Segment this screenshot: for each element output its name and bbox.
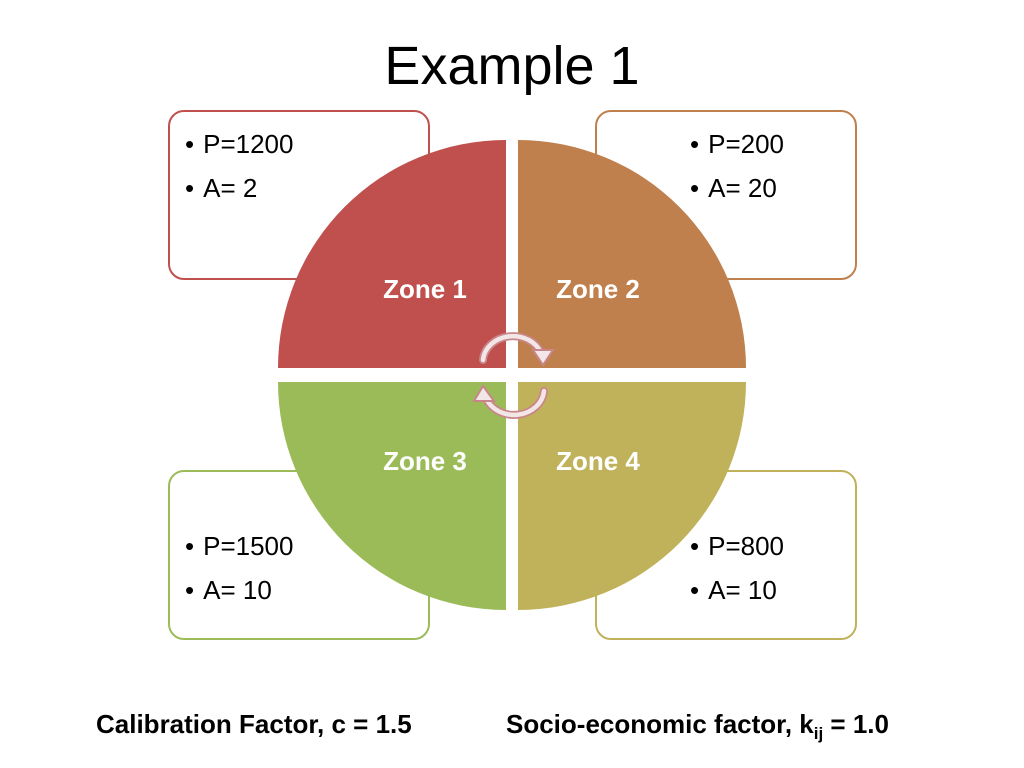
zone-3-population: P=1500 — [185, 524, 293, 568]
zone-2-quadrant — [518, 140, 746, 368]
zone-1-bullet-list: P=1200 A= 2 — [185, 122, 293, 210]
zone-1-label: Zone 1 — [383, 274, 467, 304]
zone-3-bullet-list: P=1500 A= 10 — [185, 524, 293, 612]
socio-economic-factor-subscript: ij — [813, 724, 824, 743]
socio-economic-factor-prefix: Socio-economic factor, k — [506, 709, 814, 739]
zone-3-label: Zone 3 — [383, 446, 467, 476]
zone-3-area: A= 10 — [185, 568, 293, 612]
zone-1-population: P=1200 — [185, 122, 293, 166]
zone-4-bullet-list: P=800 A= 10 — [690, 524, 784, 612]
zone-4-label: Zone 4 — [556, 446, 640, 476]
zone-4-quadrant — [518, 382, 746, 610]
slide-title: Example 1 — [384, 36, 640, 96]
zone-1-area: A= 2 — [185, 166, 293, 210]
zone-2-bullet-list: P=200 A= 20 — [690, 122, 784, 210]
socio-economic-factor-text: Socio-economic factor, kij = 1.0 — [506, 702, 889, 746]
zone-2-label: Zone 2 — [556, 274, 640, 304]
calibration-factor-text: Calibration Factor, c = 1.5 — [96, 709, 412, 739]
zone-2-population: P=200 — [690, 122, 784, 166]
zone-4-area: A= 10 — [690, 568, 784, 612]
zone-1-quadrant — [278, 140, 506, 368]
zone-3-quadrant — [278, 382, 506, 610]
circular-arrows-icon — [472, 332, 555, 419]
zone-4-population: P=800 — [690, 524, 784, 568]
socio-economic-factor-value: = 1.0 — [823, 709, 889, 739]
zone-2-area: A= 20 — [690, 166, 784, 210]
